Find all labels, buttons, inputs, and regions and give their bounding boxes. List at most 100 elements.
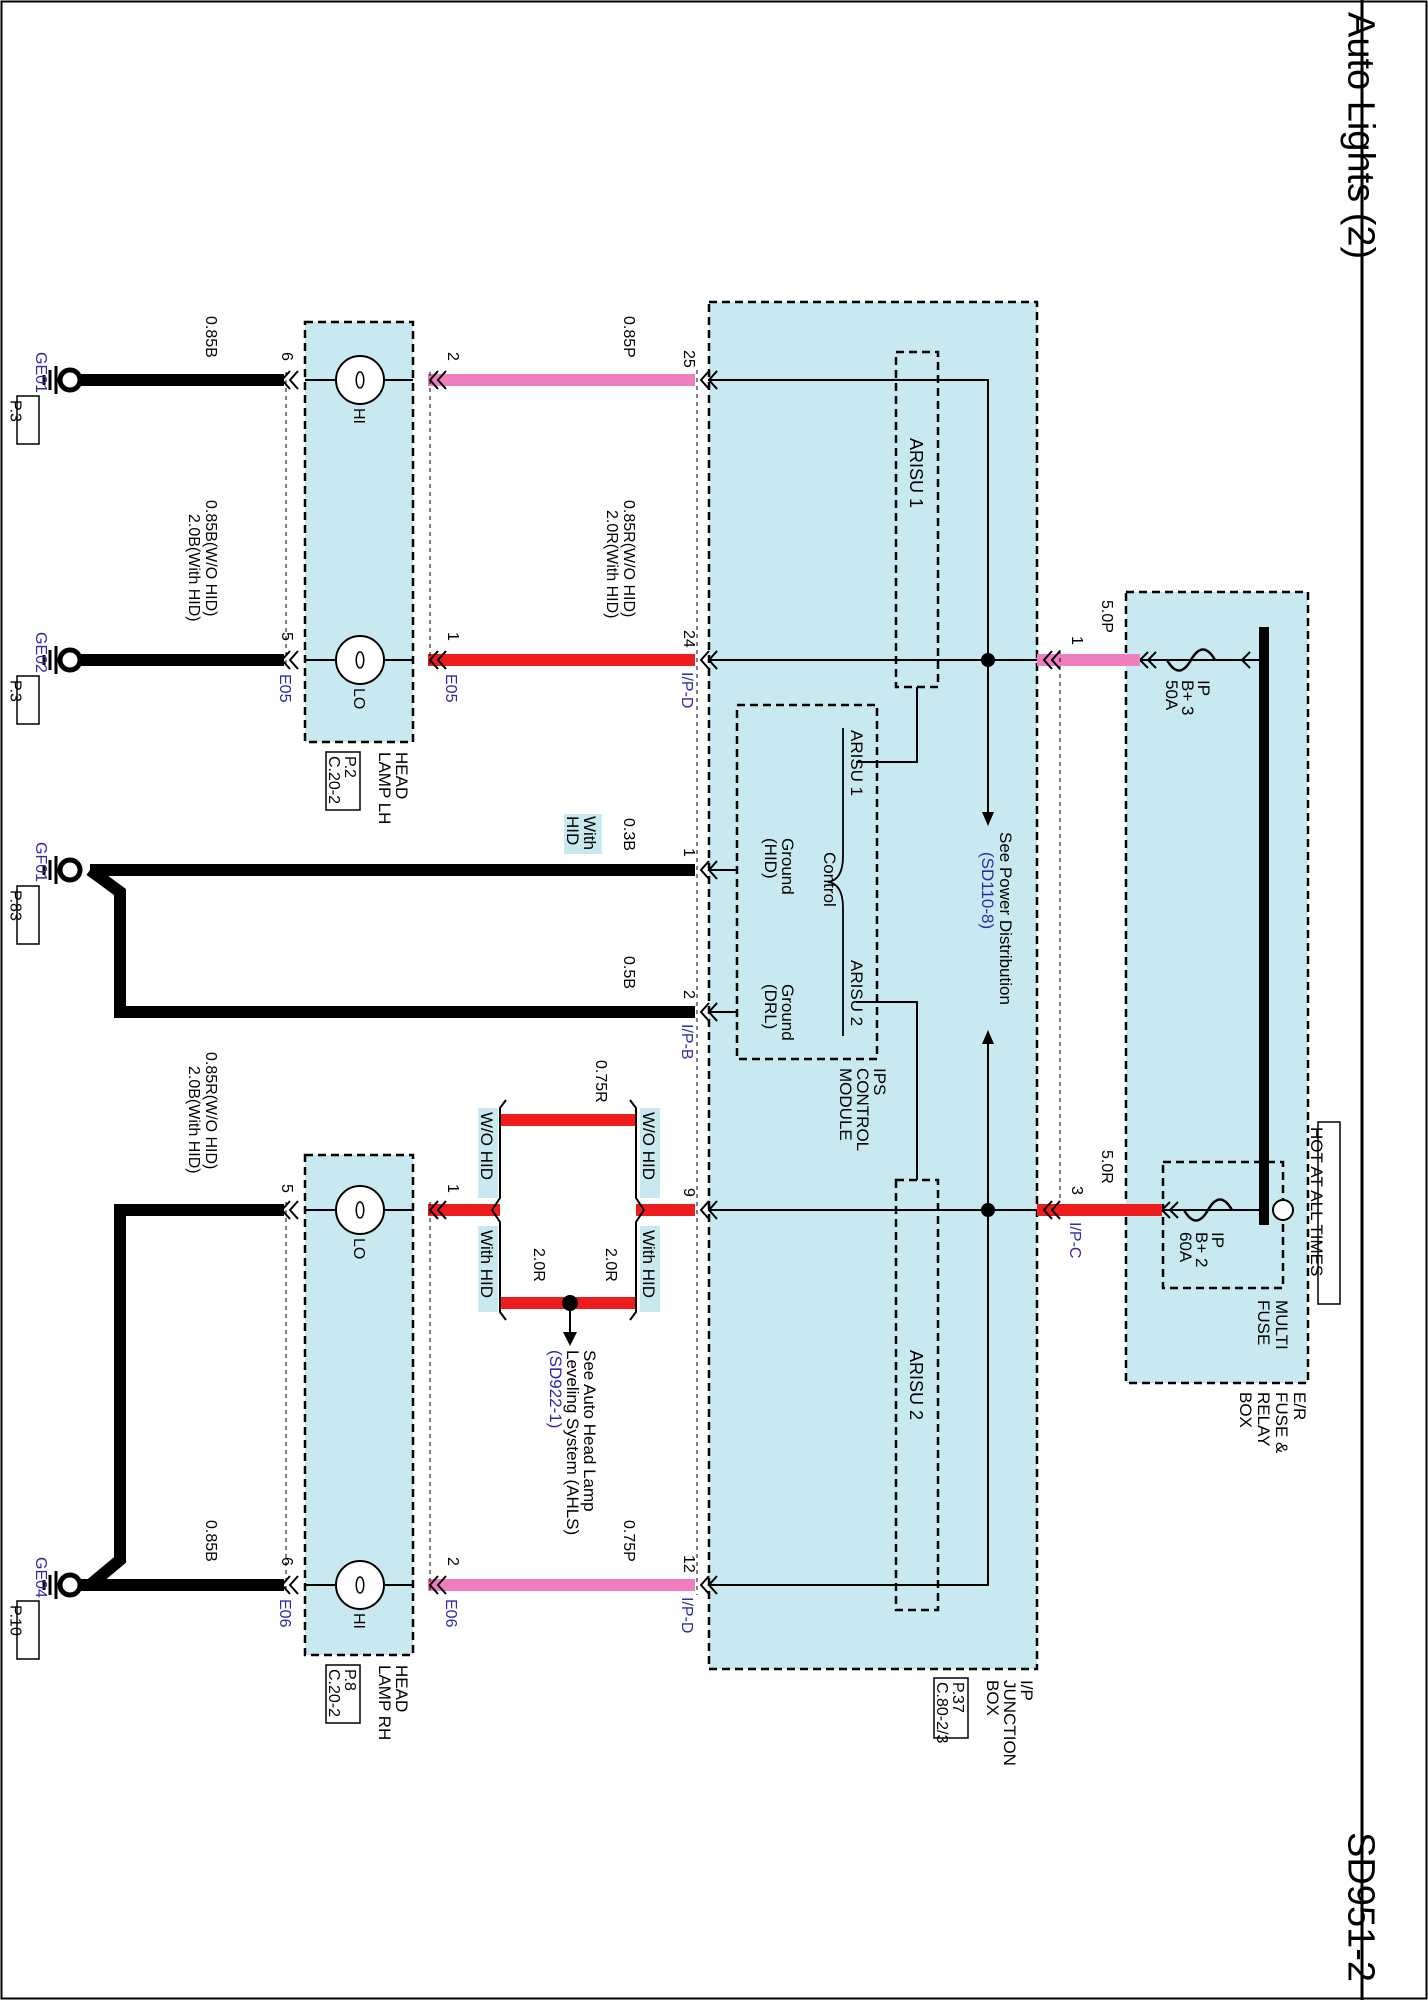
- fuse-icon: [1165, 648, 1217, 672]
- option-bracket-wo-hid-ip: [629, 1099, 645, 1211]
- ground-ref-ge01: P.3: [7, 400, 24, 422]
- option-with-hid-lamp: With HID: [477, 1230, 496, 1298]
- wire-label-0-85b-rh: 0.85B: [202, 1520, 219, 1562]
- connector-e05-ground: E05: [276, 674, 293, 703]
- ips-module-name-1: IPS: [870, 1068, 889, 1095]
- wire-label-0-3b: 0.3B: [620, 818, 637, 851]
- connector-e06-ground: E06: [276, 1599, 293, 1628]
- option-bracket-with-hid-lamp: [491, 1209, 507, 1321]
- ip-jb-ref-2: C.80-2/3: [933, 1682, 950, 1743]
- multi-fuse-name-2: FUSE: [1254, 1300, 1273, 1345]
- option-with-hid-ground-2: HID: [563, 816, 582, 845]
- pin-lh-2: 2: [444, 352, 461, 361]
- hot-at-all-times-tag: HOT AT ALL TIMES: [1307, 1121, 1341, 1305]
- lamp-rh-name-1: HEAD: [392, 1665, 411, 1712]
- pin-lh-5: 5: [278, 632, 295, 641]
- ground-id-ge01: GE01: [32, 352, 49, 393]
- fuse2-label-1: IP: [1208, 1232, 1227, 1248]
- connector-e06-lamp: E06: [442, 1599, 459, 1628]
- wire-label-0-85p: 0.85P: [620, 316, 637, 358]
- lamp-rh-ref-2: C.20-2: [325, 1669, 342, 1717]
- ip-jb-name-1: I/P: [1017, 1680, 1036, 1701]
- er-box-name-4: BOX: [1236, 1392, 1255, 1428]
- bulb-lh-lo: [335, 635, 385, 685]
- lamp-rh-lo-label: LO: [350, 1238, 367, 1259]
- power-dist-arrow-up: [982, 1030, 994, 1044]
- ahls-arrow: [563, 1332, 577, 1346]
- ahls-note: See Auto Head Lamp Leveling System (AHLS…: [546, 1350, 599, 1535]
- ground-ref-box: [16, 395, 40, 445]
- wire-label-rh-lo-1: 0.85R(W/O HID): [202, 1052, 219, 1169]
- ip-junction-box-label: I/P JUNCTION BOX: [983, 1680, 1036, 1766]
- arisu2-to-ips: [856, 1001, 918, 1180]
- lamp-rh-ref-box: [325, 1664, 361, 1724]
- fuse1-label-2: B+ 3: [1178, 680, 1197, 715]
- ground-id-gf01: GF01: [32, 842, 49, 882]
- ground-ref-box: [16, 1600, 40, 1660]
- bulb-rh-lo: [335, 1185, 385, 1235]
- ahls-note-1: See Auto Head Lamp: [580, 1350, 599, 1512]
- ground-icon: [57, 857, 83, 883]
- ground-icon: [57, 367, 83, 393]
- fuse2-label-3: 60A: [1176, 1232, 1195, 1263]
- arisu1-relay: [894, 350, 940, 689]
- lamp-lh-hi-label: HI: [350, 408, 367, 424]
- bulb-icon: [335, 1560, 385, 1610]
- ips-ground-drl-2: (DRL): [761, 984, 780, 1029]
- ground-id-ge04: GE04: [32, 1557, 49, 1598]
- lamp-lh-lo-label: LO: [350, 688, 367, 709]
- ahls-ref: (SD922-1): [546, 1350, 565, 1428]
- splice: [981, 653, 995, 667]
- multi-fuse-name-1: MULTI: [1272, 1300, 1291, 1350]
- er-box-name-1: E/R: [1290, 1392, 1309, 1420]
- wire-label-2-0r-a: 2.0R: [602, 1248, 619, 1282]
- ground-ge01: [42, 366, 83, 394]
- fuse1-label-3: 50A: [1162, 680, 1181, 711]
- power-dist-ref: (SD110-8): [978, 852, 997, 929]
- pin-ip-24: 24: [680, 630, 697, 648]
- wire-label-0-85r-2: 2.0R(With HID): [603, 510, 620, 618]
- ground-ref-box: [16, 885, 40, 945]
- ground-ref-gf01: P.83: [7, 890, 24, 921]
- bulb-lh-hi: [335, 355, 385, 405]
- fuse2-label-2: B+ 2: [1192, 1232, 1211, 1267]
- fuse-terminal-arrow: [1240, 651, 1251, 669]
- ip-jb-ref-1: P.37: [949, 1682, 966, 1713]
- ips-ground-drl-1: Ground: [778, 984, 797, 1041]
- pin-rh-5: 5: [278, 1184, 295, 1193]
- option-with-hid-ground-1: With: [580, 816, 599, 850]
- er-box-name-2: FUSE &: [1272, 1392, 1291, 1454]
- ips-control-brace: [827, 728, 844, 1036]
- bulb-icon: [335, 355, 385, 405]
- ip-jb-name-2: JUNCTION: [1000, 1680, 1019, 1766]
- option-with-hid-ip: With HID: [639, 1230, 658, 1298]
- ip-connector-chevrons: [699, 370, 718, 1595]
- ground-gf01: [42, 856, 83, 884]
- bulb-rh-hi: [335, 1560, 385, 1610]
- connector-ipd-2: I/P-D: [678, 1597, 695, 1633]
- arisu1-to-ips: [856, 687, 918, 763]
- wire-0-5b: [86, 865, 695, 1018]
- lamp-rh-ref-1: P.8: [341, 1669, 358, 1691]
- pin-ip-9: 9: [680, 1188, 697, 1197]
- lamp-lh-ref-2: C.20-2: [325, 756, 342, 804]
- pin-er-1: 1: [1068, 636, 1085, 645]
- pin-rh-1: 1: [444, 1184, 461, 1193]
- ground-icon: [57, 647, 83, 673]
- lamp-lh-ref-box: [325, 751, 361, 811]
- ground-id-ge02: GE02: [32, 632, 49, 673]
- option-wo-hid-lamp: W/O HID: [477, 1112, 496, 1180]
- connector-chevron: [1042, 1200, 1061, 1220]
- hot-terminal: [1272, 1199, 1294, 1221]
- ips-arisu1: ARISU 1: [847, 730, 866, 796]
- pin-rh-6: 6: [278, 1557, 295, 1566]
- ips-module-name-3: MODULE: [836, 1068, 855, 1141]
- wire-label-5-0r: 5.0R: [1098, 1150, 1115, 1184]
- ips-module-name-2: CONTROL: [853, 1068, 872, 1151]
- wire-label-5-0p: 5.0P: [1098, 600, 1115, 633]
- wire-0-85r-rh-lo: [86, 1204, 284, 1590]
- ip-jb-ref-box: [933, 1677, 969, 1739]
- wire-label-0-75r: 0.75R: [592, 1060, 609, 1103]
